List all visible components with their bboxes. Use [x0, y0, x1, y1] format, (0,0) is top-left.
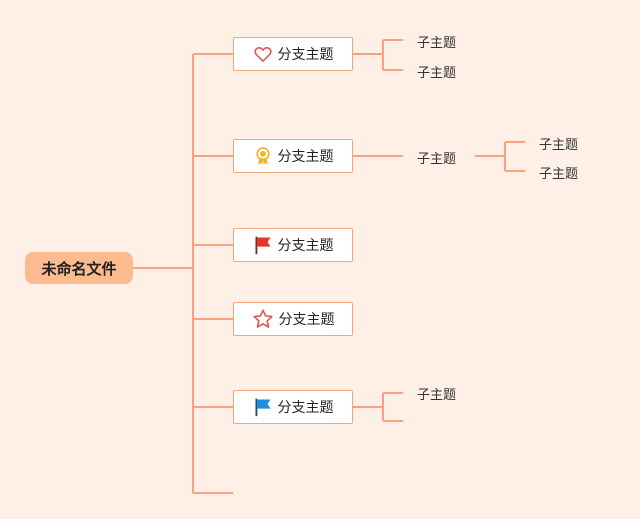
- connector-b2-1-subs: [475, 141, 525, 172]
- connector-b5-subs: [353, 392, 403, 422]
- branch-topic-label: 分支主题: [277, 47, 334, 63]
- star-icon: [252, 309, 273, 328]
- award-badge-icon: [255, 147, 270, 166]
- red-flag-icon: [255, 236, 270, 255]
- subtopic[interactable]: 子主题: [417, 36, 457, 51]
- branch-topic-5[interactable]: 分支主题: [233, 390, 353, 424]
- subtopic[interactable]: 子主题: [417, 388, 457, 403]
- branch-topic-3[interactable]: 分支主题: [233, 228, 353, 262]
- connector-b1-subs: [353, 39, 403, 71]
- heart-icon: [253, 47, 272, 62]
- branch-topic-label: 分支主题: [277, 238, 334, 254]
- subtopic[interactable]: 子主题: [539, 138, 579, 153]
- branch-topic-4[interactable]: 分支主题: [233, 302, 353, 336]
- subtopic[interactable]: 子主题: [539, 167, 579, 182]
- branch-topic-label: 分支主题: [277, 400, 334, 416]
- branch-topic-1[interactable]: 分支主题: [233, 37, 353, 71]
- subtopic[interactable]: 子主题: [417, 152, 457, 167]
- root-topic-label: 未命名文件: [41, 259, 117, 278]
- blue-flag-icon: [255, 398, 270, 417]
- root-topic[interactable]: 未命名文件: [25, 252, 133, 284]
- branch-topic-2[interactable]: 分支主题: [233, 139, 353, 173]
- branch-topic-label: 分支主题: [277, 149, 334, 165]
- subtopic[interactable]: 子主题: [417, 66, 457, 81]
- branch-topic-label: 分支主题: [278, 312, 335, 328]
